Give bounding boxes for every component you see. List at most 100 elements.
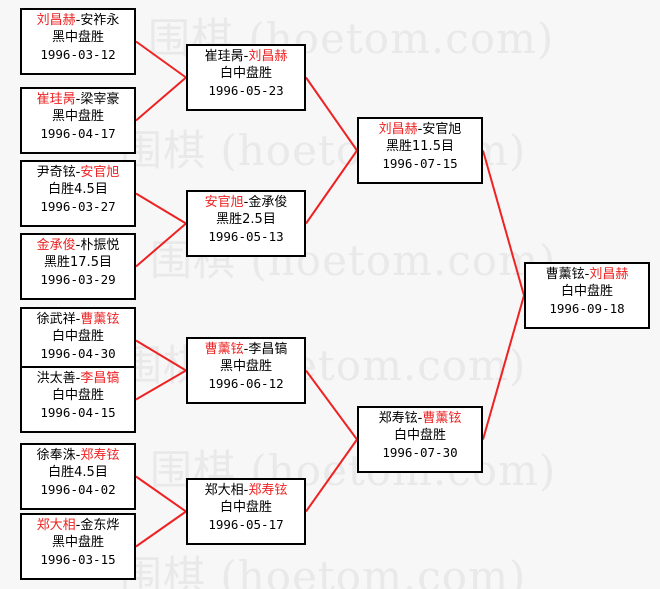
player-left: 崔珪昺 [36,92,76,107]
player-left: 郑大相 [36,518,76,533]
match-box[interactable]: 曹薰铉-刘昌赫白中盘胜 1996-09-18 [524,262,650,329]
player-right: 曹薰铉 [422,411,462,426]
match-players: 刘昌赫-安官旭 [359,121,481,138]
player-separator: - [75,165,81,180]
player-separator: - [75,13,81,28]
player-left: 金承俊 [36,238,76,253]
bracket-connector [482,150,525,296]
player-separator: - [75,518,81,533]
player-right: 曹薰铉 [80,312,120,327]
match-players: 曹薰铉-刘昌赫 [526,266,648,283]
match-date: 1996-05-23 [208,83,284,98]
match-date: 1996-06-12 [208,376,284,391]
match-date: 1996-04-02 [40,482,116,497]
player-right: 安官旭 [80,165,120,180]
match-players: 郑大相-郑寿铉 [188,482,304,499]
match-result: 白胜4.5目 [48,182,108,197]
match-result: 黑中盘胜 [51,535,104,550]
player-right: 郑寿铉 [248,483,288,498]
player-separator: - [75,371,81,386]
bracket-connector [135,369,187,401]
bracket-connector [135,475,187,513]
player-left: 曹薰铉 [204,342,244,357]
match-result: 白中盘胜 [51,388,104,403]
player-separator: - [75,312,81,327]
player-left: 徐奉洙 [36,448,76,463]
player-left: 郑寿铉 [378,411,418,426]
match-date: 1996-03-29 [40,272,116,287]
bracket-connector [305,149,358,225]
match-date: 1996-05-13 [208,229,284,244]
bracket-connector [305,76,358,152]
match-date: 1996-09-18 [549,301,625,316]
player-separator: - [243,342,249,357]
match-players: 郑大相-金东烨 [22,517,134,534]
match-date: 1996-04-15 [40,405,116,420]
player-right: 金东烨 [80,518,120,533]
bracket-connector [482,295,525,440]
player-left: 刘昌赫 [36,13,76,28]
bracket-connector [135,510,187,548]
match-result: 白胜4.5目 [48,465,108,480]
player-left: 曹薰铉 [545,267,585,282]
match-box[interactable]: 洪太善-李昌镐白中盘胜 1996-04-15 [20,366,136,433]
match-box[interactable]: 刘昌赫-安官旭黑胜11.5目 1996-07-15 [357,117,483,184]
watermark-text: 围棋 (hoetom.com) [120,552,527,589]
player-left: 尹奇铉 [36,165,76,180]
match-players: 郑寿铉-曹薰铉 [359,410,481,427]
bracket-connector [135,222,187,268]
player-right: 刘昌赫 [248,49,288,64]
match-box[interactable]: 徐奉洙-郑寿铉白胜4.5目 1996-04-02 [20,443,136,510]
match-players: 安官旭-金承俊 [188,194,304,211]
player-left: 郑大相 [204,483,244,498]
match-date: 1996-05-17 [208,517,284,532]
player-left: 崔珪昺 [204,49,244,64]
match-result: 黑胜11.5目 [386,139,454,154]
match-result: 白中盘胜 [393,428,446,443]
player-separator: - [75,92,81,107]
player-separator: - [243,49,249,64]
match-players: 徐奉洙-郑寿铉 [22,447,134,464]
match-date: 1996-07-15 [382,156,458,171]
watermark-text: 围棋 (hoetom.com) [120,341,527,390]
match-result: 白中盘胜 [51,329,104,344]
match-players: 刘昌赫-安祚永 [22,12,134,29]
player-left: 刘昌赫 [378,122,418,137]
player-separator: - [417,122,423,137]
match-result: 黑胜17.5目 [44,255,112,270]
player-separator: - [584,267,590,282]
match-result: 白中盘胜 [560,284,613,299]
player-left: 洪太善 [36,371,76,386]
player-right: 李昌镐 [80,371,120,386]
player-left: 徐武祥 [36,312,76,327]
bracket-connector [305,369,358,441]
player-separator: - [243,483,249,498]
player-right: 李昌镐 [248,342,288,357]
bracket-connector [135,192,187,225]
bracket-connector [135,76,187,122]
match-date: 1996-03-27 [40,199,116,214]
bracket-connector [135,40,187,79]
player-right: 郑寿铉 [80,448,120,463]
match-date: 1996-07-30 [382,445,458,460]
player-right: 朴振悦 [80,238,120,253]
match-result: 黑中盘胜 [51,109,104,124]
match-date: 1996-04-17 [40,126,116,141]
player-separator: - [417,411,423,426]
match-date: 1996-03-12 [40,47,116,62]
match-players: 尹奇铉-安官旭 [22,164,134,181]
match-result: 白中盘胜 [219,500,272,515]
player-left: 安官旭 [204,195,244,210]
